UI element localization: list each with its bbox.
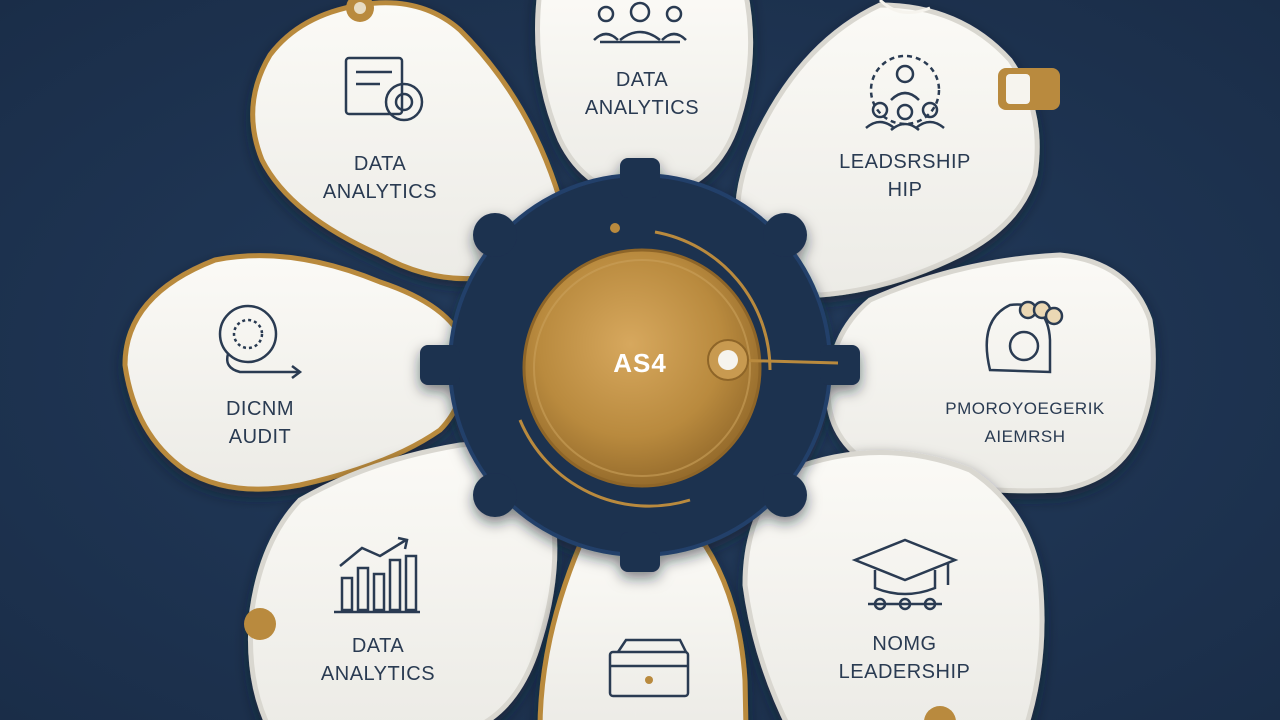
petal-label-right: PMOROYOEGERIK AIEMRSH xyxy=(930,395,1120,451)
folder-icon xyxy=(608,638,690,698)
petal-label-left: DICNM AUDIT xyxy=(190,395,330,451)
petal-bottom-left xyxy=(248,442,558,720)
petal-label-line2: AIEMRSH xyxy=(984,427,1066,446)
graduation-cap-icon xyxy=(851,538,959,611)
petal-label-line1: DATA xyxy=(353,153,407,175)
petal-label-line2: ANALYTICS xyxy=(322,181,438,203)
petal-label-line2: AUDIT xyxy=(228,426,292,448)
presentation-icon xyxy=(344,56,424,122)
petal-label-line1: NOMG xyxy=(872,633,937,655)
decorative-knobs xyxy=(244,0,1060,720)
petal-label-line1: DATA xyxy=(615,69,669,91)
petal-label-line2: ANALYTICS xyxy=(584,97,700,119)
petal-label-line2: LEADERSHIP xyxy=(838,661,971,683)
petal-bottom-right xyxy=(742,450,1045,720)
petal-label-line1: DICNM xyxy=(225,398,295,420)
petal-label-line1: LEADSRSHIP xyxy=(839,151,971,173)
hub-label: AS4 xyxy=(613,348,667,378)
petal-label-line1: DATA xyxy=(351,635,405,657)
petal-label-line1: PMOROYOEGERIK xyxy=(945,399,1105,418)
bar-chart-icon xyxy=(334,536,420,614)
petal-label-top-left: DATA ANALYTICS xyxy=(300,150,460,206)
petal-top-left xyxy=(250,0,563,282)
hub-center xyxy=(522,248,839,488)
audit-cycle-icon xyxy=(218,304,303,379)
petal-label-top: DATA ANALYTICS xyxy=(562,66,722,122)
petal-label-line2: ANALYTICS xyxy=(320,663,436,685)
team-meeting-icon xyxy=(593,1,687,44)
team-group-icon xyxy=(865,54,945,131)
user-network-icon xyxy=(985,300,1064,374)
petal-label-bottom-right: NOMG LEADERSHIP xyxy=(822,630,987,686)
petal-label-bottom-left: DATA ANALYTICS xyxy=(298,632,458,688)
petal-label-line2: HIP xyxy=(887,179,923,201)
hub-arcs xyxy=(518,223,772,508)
petal-label-top-right: LEADSRSHIP HIP xyxy=(820,148,990,204)
petal-top-right xyxy=(735,2,1040,298)
petal-right xyxy=(825,252,1156,494)
